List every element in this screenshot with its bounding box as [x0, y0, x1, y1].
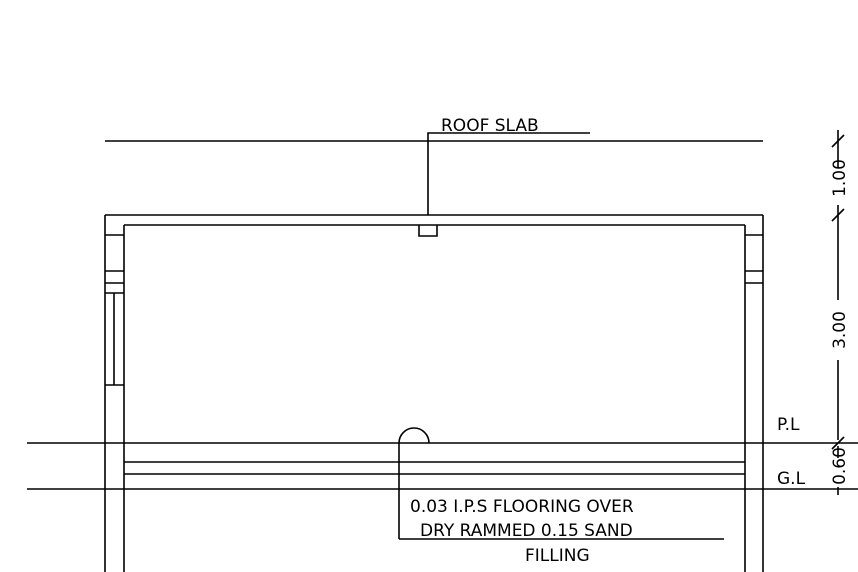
- left-wall: [104, 215, 125, 572]
- dim-plinth-label: 0.60: [830, 447, 850, 485]
- flooring-note-line1: 0.03 I.P.S FLOORING OVER: [410, 497, 634, 517]
- roof-slab-label: ROOF SLAB: [441, 116, 539, 136]
- dim-tick-top: [831, 134, 845, 148]
- dim-tick-slab: [831, 208, 845, 222]
- flooring-leader: [398, 427, 724, 540]
- dim-tick-plinth: [831, 436, 845, 450]
- ground-level-label: G.L: [777, 469, 806, 489]
- flooring-note-line2: DRY RAMMED 0.15 SAND: [420, 521, 633, 541]
- flooring-note-line3: FILLING: [525, 546, 590, 566]
- dimension-line: [831, 130, 845, 495]
- left-window: [105, 293, 124, 386]
- plinth-level-label: P.L: [777, 415, 800, 435]
- roof-slab-leader: [427, 132, 590, 215]
- right-wall: [744, 215, 764, 572]
- slab-drop-detail: [418, 225, 438, 237]
- dim-parapet-label: 1.00: [830, 159, 850, 197]
- dim-floor-height-label: 3.00: [830, 311, 850, 349]
